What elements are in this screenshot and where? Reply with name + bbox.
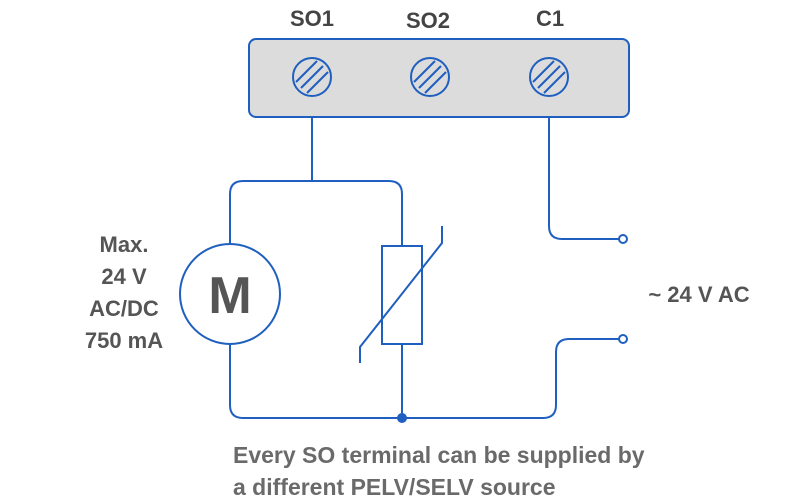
wire-bottom-loop	[229, 338, 619, 419]
motor-spec: Max. 24 V AC/DC 750 mA	[85, 232, 163, 353]
note: Every SO terminal can be supplied by a d…	[233, 442, 645, 500]
supply-label: ~ 24 V AC	[648, 282, 749, 307]
screw-terminal-icon	[529, 57, 569, 97]
motor-symbol: M	[208, 267, 251, 325]
motor-spec-line: 24 V	[101, 264, 147, 289]
note-line: a different PELV/SELV source	[233, 474, 556, 500]
wire-c1	[548, 117, 619, 240]
terminal-label-c1: C1	[536, 6, 564, 31]
varistor-icon	[359, 226, 443, 363]
terminal-label-so2: SO2	[406, 8, 450, 33]
motor-icon: M	[179, 243, 281, 345]
screw-terminal-icon	[292, 57, 332, 97]
screw-terminal-icon	[410, 57, 450, 97]
motor-spec-line: Max.	[100, 232, 149, 257]
wire-top-loop	[229, 180, 403, 246]
wiring	[229, 117, 619, 419]
terminal-label-so1: SO1	[290, 6, 334, 31]
supply-terminal-top	[618, 234, 628, 244]
motor-spec-line: 750 mA	[85, 328, 163, 353]
motor-spec-line: AC/DC	[89, 296, 159, 321]
note-line: Every SO terminal can be supplied by	[233, 442, 645, 468]
junction-dot	[397, 413, 407, 423]
supply-terminal-bottom	[618, 334, 628, 344]
